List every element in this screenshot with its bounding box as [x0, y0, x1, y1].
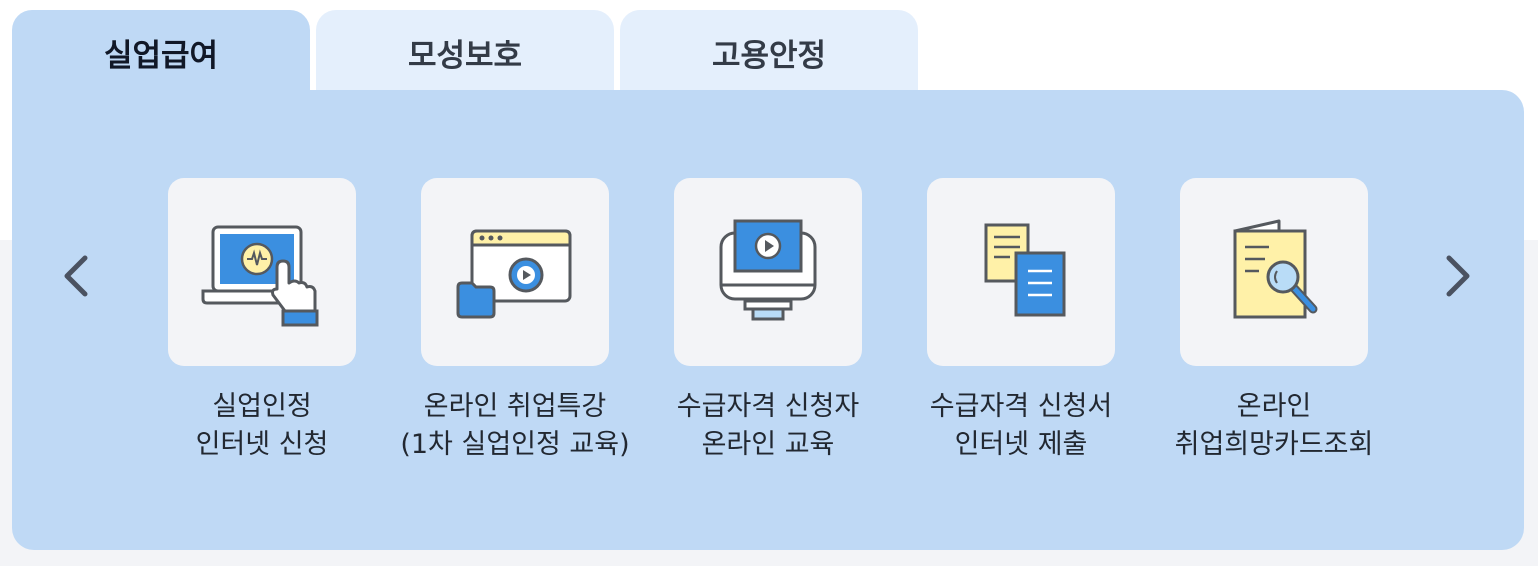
card-label-line2: 온라인 교육 — [701, 429, 835, 460]
card-label-line1: 실업인정 — [212, 391, 312, 422]
card-label: 온라인 취업특강 (1차 실업인정 교육) — [395, 388, 635, 464]
carousel-prev-button[interactable] — [56, 246, 96, 306]
carousel-item-job-hope-card[interactable]: 온라인 취업희망카드조회 — [1154, 178, 1394, 464]
card-label-line1: 수급자격 신청서 — [929, 391, 1113, 422]
card-label: 수급자격 신청자 온라인 교육 — [648, 388, 888, 464]
monitor-play-icon — [719, 219, 817, 321]
card-label: 온라인 취업희망카드조회 — [1154, 388, 1394, 464]
laptop-touch-icon — [201, 225, 319, 327]
document-search-icon — [1233, 219, 1318, 319]
card-label-line2: 취업희망카드조회 — [1174, 429, 1374, 460]
card-label: 실업인정 인터넷 신청 — [142, 388, 382, 464]
documents-icon — [984, 223, 1066, 317]
video-window-folder-icon — [456, 229, 572, 319]
card-label-line2: 인터넷 신청 — [195, 429, 329, 460]
card-icon-box — [674, 178, 862, 366]
carousel-item-online-job-lecture[interactable]: 온라인 취업특강 (1차 실업인정 교육) — [395, 178, 635, 464]
card-icon-box — [927, 178, 1115, 366]
chevron-right-icon — [1446, 255, 1470, 297]
carousel-next-button[interactable] — [1438, 246, 1478, 306]
tab-employment-stability[interactable]: 고용안정 — [620, 10, 918, 100]
card-icon-box — [1180, 178, 1368, 366]
tab-maternity-protection[interactable]: 모성보호 — [316, 10, 614, 100]
card-label-line2: (1차 실업인정 교육) — [400, 429, 630, 460]
card-icon-box — [421, 178, 609, 366]
card-label-line1: 온라인 취업특강 — [423, 391, 607, 422]
card-label-line2: 인터넷 제출 — [954, 429, 1088, 460]
tab-unemployment-benefits[interactable]: 실업급여 — [12, 10, 310, 100]
carousel-item-unemployment-recognition[interactable]: 실업인정 인터넷 신청 — [142, 178, 382, 464]
chevron-left-icon — [64, 255, 88, 297]
card-icon-box — [168, 178, 356, 366]
carousel-item-applicant-online-education[interactable]: 수급자격 신청자 온라인 교육 — [648, 178, 888, 464]
carousel-item-application-submission[interactable]: 수급자격 신청서 인터넷 제출 — [901, 178, 1141, 464]
card-label: 수급자격 신청서 인터넷 제출 — [901, 388, 1141, 464]
card-label-line1: 온라인 — [1236, 391, 1312, 422]
card-label-line1: 수급자격 신청자 — [676, 391, 860, 422]
